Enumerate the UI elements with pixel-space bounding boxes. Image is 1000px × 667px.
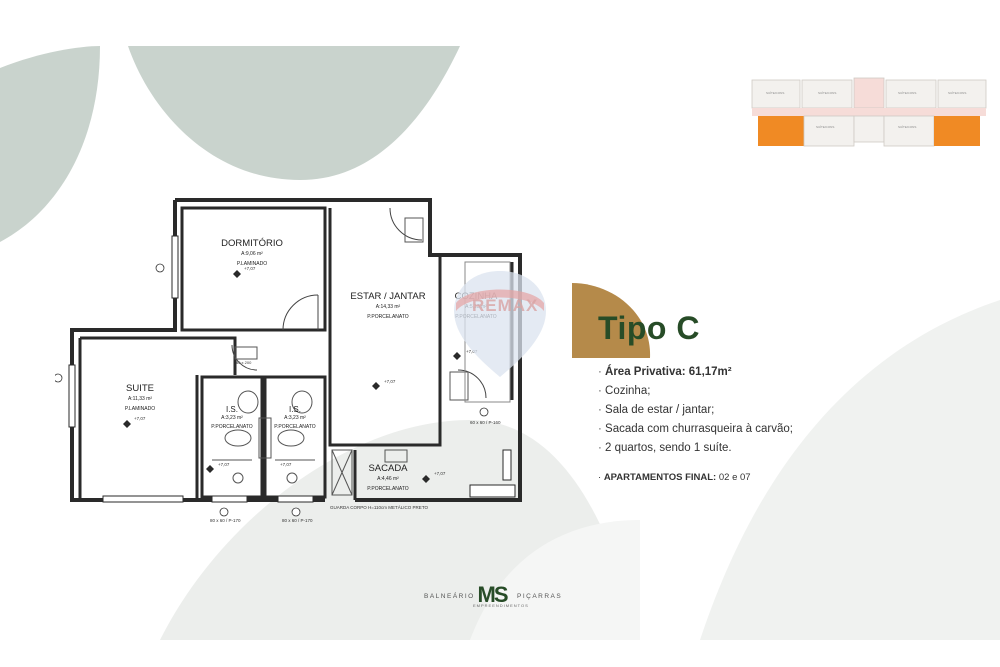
room-is-2: I.S. A:3,23 m² P.PORCELANATO — [274, 405, 316, 430]
level-dormitorio: +7,07 — [244, 266, 256, 271]
feature-text: Área Privativa: 61,17m² — [605, 366, 732, 378]
highlight-unit-right — [934, 116, 980, 146]
svg-text:SUÍTE/CONS: SUÍTE/CONS — [898, 125, 916, 129]
level-is-2: +7,07 — [280, 462, 292, 467]
final-apartments: · APARTAMENTOS FINAL: 02 e 07 — [598, 472, 751, 483]
window-tag-2: 80 x 60 / P-170 — [282, 518, 313, 523]
room-estar-jantar: ESTAR / JANTAR A:14,33 m² P.PORCELANATO — [350, 291, 426, 321]
level-cozinha: +7,07 — [466, 349, 478, 354]
level-suite: +7,07 — [134, 416, 146, 421]
list-item: Sala de estar / jantar; — [598, 401, 793, 420]
level-sacada: +7,07 — [434, 471, 446, 476]
room-is-1: I.S. A:3,23 m² P.PORCELANATO — [211, 405, 253, 430]
gold-leaf-accent — [572, 283, 651, 358]
level-is-1: +7,07 — [218, 462, 230, 467]
brand-city-left: BALNEÁRIO — [424, 593, 475, 600]
list-item: Sacada com churrasqueira à carvão; — [598, 420, 793, 439]
brand-city-right: PIÇARRAS — [517, 593, 563, 600]
window-tag-4: 80 x 200 — [236, 360, 252, 365]
feature-text: Sala de estar / jantar; — [605, 404, 715, 416]
level-estar: +7,07 — [384, 379, 396, 384]
room-dormitorio: DORMITÓRIO A:9,06 m² P.LAMINADO — [221, 238, 283, 268]
unit-features-list: Área Privativa: 61,17m² Cozinha; Sala de… — [598, 363, 793, 458]
final-value: 02 e 07 — [718, 472, 751, 483]
key-plan: SUÍTE/CONS SUÍTE/CONS SUÍTE/CONS SUÍTE/C… — [748, 76, 990, 148]
brand-subtitle: EMPREENDIMENTOS — [473, 603, 529, 608]
list-item: Cozinha; — [598, 382, 793, 401]
svg-text:SUÍTE/CONS: SUÍTE/CONS — [948, 91, 966, 95]
watermark-text: REMAX — [472, 296, 539, 315]
highlight-unit-left — [758, 116, 804, 146]
svg-text:SUÍTE/CONS: SUÍTE/CONS — [766, 91, 784, 95]
feature-private-area: Área Privativa: 61,17m² — [598, 363, 793, 382]
feature-text: Sacada com churrasqueira à carvão; — [605, 423, 793, 435]
svg-text:SUÍTE/CONS: SUÍTE/CONS — [818, 91, 836, 95]
bullet-dot: · — [598, 472, 604, 483]
window-tag-3: 60 x 60 / P-160 — [470, 420, 501, 425]
feature-text: Cozinha; — [605, 385, 651, 397]
final-label: APARTAMENTOS FINAL: — [603, 472, 717, 483]
room-suite: SUITE A:11,33 m² P.LAMINADO — [124, 383, 156, 413]
brand-logo: MS — [477, 582, 509, 607]
room-sacada: SACADA A:4,46 m² P.PORCELANATO — [367, 463, 409, 493]
window-tag-1: 80 x 60 / P-170 — [210, 518, 241, 523]
unit-type-title: Tipo C — [598, 310, 700, 346]
svg-text:SUÍTE/CONS: SUÍTE/CONS — [816, 125, 834, 129]
list-item: 2 quartos, sendo 1 suíte. — [598, 439, 793, 458]
guard-note: GUARDA CORPO H=110cm METÁLICO PRETO — [330, 505, 428, 510]
feature-text: 2 quartos, sendo 1 suíte. — [605, 442, 732, 454]
svg-text:SUÍTE/CONS: SUÍTE/CONS — [898, 91, 916, 95]
remax-balloon-logo — [454, 271, 546, 377]
